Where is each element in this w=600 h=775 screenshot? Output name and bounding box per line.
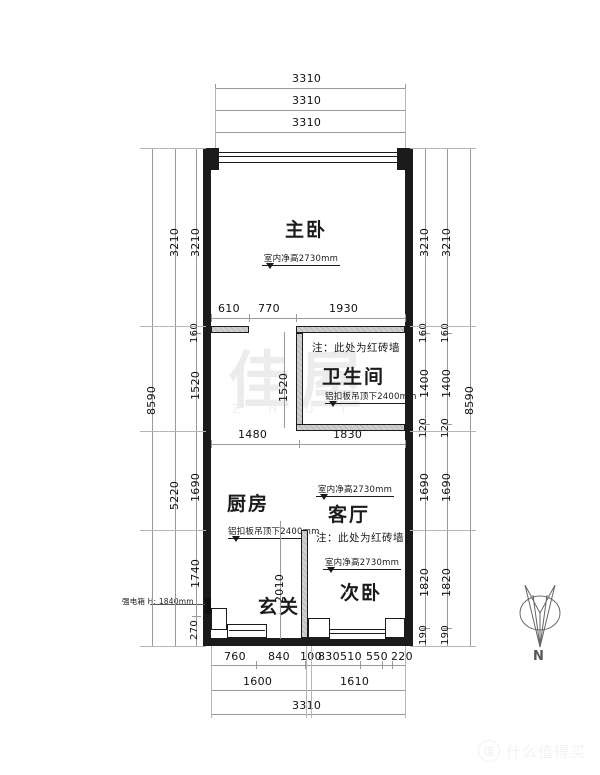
dim-interior-770: 770 xyxy=(258,302,280,315)
bathroom-wall-bottom xyxy=(296,424,405,431)
dim-entry-depth-2010: 2010 xyxy=(273,573,286,603)
dim-left-inner-1520: 1520 xyxy=(189,370,202,400)
level-marker-second-bedroom xyxy=(327,567,335,573)
dim-left-mid-3210: 3210 xyxy=(168,227,181,257)
dim-interior-1930: 1930 xyxy=(329,302,359,315)
dim-bottom-1610: 1610 xyxy=(340,675,370,688)
room-label-bathroom: 卫生间 xyxy=(322,366,386,388)
dim-right-inner-3210: 3210 xyxy=(418,227,431,257)
electrical-panel-box xyxy=(205,598,211,614)
dim-bottom-220: 220 xyxy=(391,650,413,663)
dim-right-mid-120: 120 xyxy=(440,418,451,438)
ceiling-note-second-bedroom: 室内净高2730mm xyxy=(323,558,401,570)
ceiling-note-bathroom: 铝扣板吊顶下2400mm xyxy=(325,392,417,404)
second-bedroom-pier-right xyxy=(385,618,405,638)
red-brick-wall-note-bathroom: 注：此处为红砖墙 xyxy=(312,342,400,354)
dim-bottom-550: 550 xyxy=(366,650,388,663)
dim-bottom-840: 840 xyxy=(268,650,290,663)
ceiling-note-living-room: 室内净高2730mm xyxy=(316,485,394,497)
room-label-entryway: 玄关 xyxy=(258,596,301,618)
dim-right-inner-1690: 1690 xyxy=(418,472,431,502)
exterior-wall-left xyxy=(203,148,211,646)
compass-label: N xyxy=(533,649,544,664)
exterior-wall-top-left-pier xyxy=(203,148,219,170)
watermark-center-sub: Z H U F xyxy=(232,402,361,416)
logo-mark-icon: 值 xyxy=(478,740,500,762)
exterior-wall-bottom xyxy=(203,638,413,646)
electrical-panel-leader xyxy=(150,604,205,605)
red-brick-wall-note-bedroom2: 注：此处为红砖墙 xyxy=(316,532,404,544)
level-marker-master-bedroom xyxy=(266,263,274,269)
dim-left-inner-3210: 3210 xyxy=(189,227,202,257)
dim-right-inner-1400: 1400 xyxy=(418,368,431,398)
dim-right-inner-190: 190 xyxy=(418,625,429,645)
second-bedroom-wall-left xyxy=(301,530,308,638)
dim-interior-1480: 1480 xyxy=(238,428,268,441)
electrical-panel-label: 强电箱 H: 1840mm xyxy=(122,597,194,606)
room-label-living-room: 客厅 xyxy=(328,504,371,526)
dim-right-mid-1820: 1820 xyxy=(440,567,453,597)
room-label-master-bedroom: 主卧 xyxy=(285,219,328,241)
dim-left-inner-270: 270 xyxy=(189,620,200,640)
north-arrow-icon xyxy=(519,584,561,648)
entry-door-leaf xyxy=(227,624,267,638)
dim-bottom-100: 100 xyxy=(300,650,322,663)
dim-left-mid-5220: 5220 xyxy=(168,480,181,510)
dim-bottom-760: 760 xyxy=(224,650,246,663)
logo-text: 什么值得买 xyxy=(506,742,587,761)
second-bedroom-pier-left xyxy=(308,618,330,638)
level-marker-living-room xyxy=(320,494,328,500)
dim-bathroom-depth-1520: 1520 xyxy=(277,372,290,402)
dim-top-row2: 3310 xyxy=(292,94,322,107)
dim-right-mid-1400: 1400 xyxy=(440,368,453,398)
exterior-wall-right xyxy=(405,148,413,646)
exterior-wall-top-right-pier xyxy=(397,148,413,170)
dim-bottom-510: 510 xyxy=(340,650,362,663)
dim-left-outer-8590: 8590 xyxy=(145,385,158,415)
dim-right-inner-120: 120 xyxy=(418,418,429,438)
window-master-bedroom xyxy=(219,152,397,163)
ceiling-note-kitchen: 铝扣板吊顶下2400mm xyxy=(228,527,320,539)
dim-right-outer-8590: 8590 xyxy=(463,385,476,415)
dim-left-inner-1740: 1740 xyxy=(189,558,202,588)
dim-right-inner-1820: 1820 xyxy=(418,567,431,597)
dim-interior-1830: 1830 xyxy=(333,428,363,441)
level-marker-bathroom xyxy=(329,401,337,407)
watermark-center: 佳屋 xyxy=(228,330,372,420)
room-label-second-bedroom: 次卧 xyxy=(340,582,383,604)
compass-rose: N xyxy=(505,584,575,675)
dim-right-mid-3210: 3210 xyxy=(440,227,453,257)
dim-top-row3: 3310 xyxy=(292,116,322,129)
dim-right-mid-1690: 1690 xyxy=(440,472,453,502)
bathroom-wall-top xyxy=(296,326,405,333)
partition-wall-left-stub xyxy=(211,326,249,333)
ceiling-note-master-bedroom: 室内净高2730mm xyxy=(262,254,340,266)
dim-right-mid-190: 190 xyxy=(440,625,451,645)
site-watermark-logo: 值 什么值得买 xyxy=(478,740,586,762)
dim-bottom-1600: 1600 xyxy=(243,675,273,688)
entry-door-pier xyxy=(211,608,227,630)
bathroom-wall-left xyxy=(296,333,303,431)
dim-left-inner-1690: 1690 xyxy=(189,472,202,502)
dim-bottom-830: 830 xyxy=(318,650,340,663)
dim-interior-610: 610 xyxy=(218,302,240,315)
window-second-bedroom xyxy=(330,629,385,640)
level-marker-kitchen xyxy=(232,536,240,542)
room-label-kitchen: 厨房 xyxy=(227,493,270,515)
dim-top-row1: 3310 xyxy=(292,72,322,85)
